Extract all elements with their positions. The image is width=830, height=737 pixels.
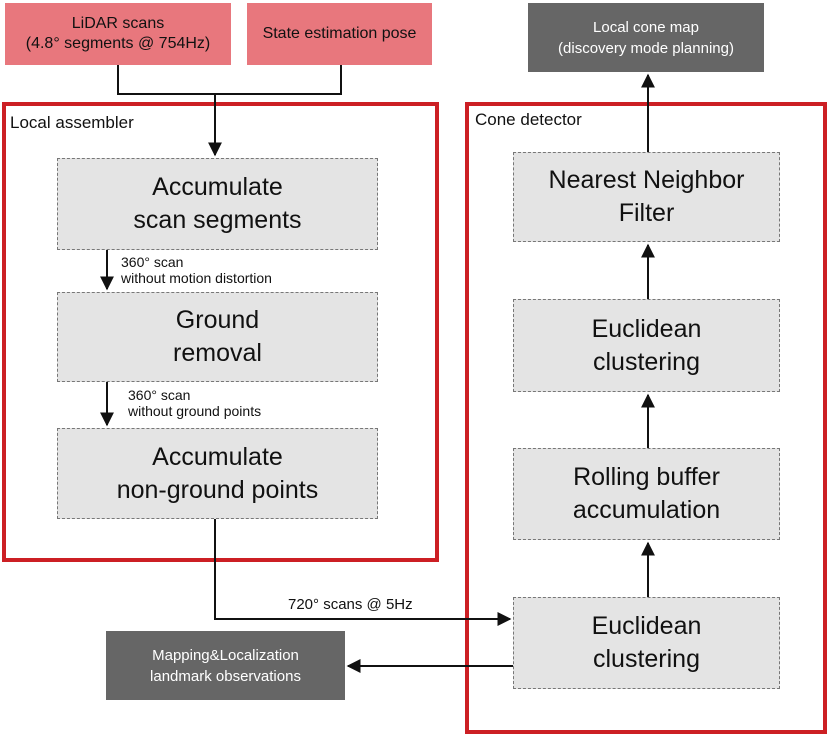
edge-label-720-scans: 720° scans @ 5Hz [288, 596, 413, 613]
pose-connector [215, 65, 342, 95]
state-estimation-pose-input: State estimation pose [247, 3, 432, 65]
mapping-localization-output: Mapping&Localization landmark observatio… [106, 631, 345, 700]
cone-detector-group [465, 102, 827, 734]
rolling-buffer-accumulation-step: Rolling buffer accumulation [513, 448, 780, 540]
local-assembler-group [2, 102, 439, 562]
ground-removal-step: Ground removal [57, 292, 378, 382]
edge-label-ground-points: 360° scan without ground points [128, 387, 262, 419]
nearest-neighbor-filter-step: Nearest Neighbor Filter [513, 152, 780, 242]
cone-detector-title: Cone detector [475, 110, 582, 129]
euclidean-clustering-upper-step: Euclidean clustering [513, 299, 780, 392]
lidar-connector [117, 65, 215, 95]
local-cone-map-output: Local cone map (discovery mode planning) [528, 3, 764, 72]
accumulate-non-ground-points-step: Accumulate non-ground points [57, 428, 378, 519]
euclidean-clustering-lower-step: Euclidean clustering [513, 597, 780, 689]
accumulate-scan-segments-step: Accumulate scan segments [57, 158, 378, 250]
local-assembler-title: Local assembler [10, 113, 134, 132]
arrow-to-cone-detector [214, 519, 512, 626]
edge-label-motion-distortion: 360° scan without motion distortion [121, 254, 272, 286]
lidar-scans-input: LiDAR scans (4.8° segments @ 754Hz) [5, 3, 231, 65]
